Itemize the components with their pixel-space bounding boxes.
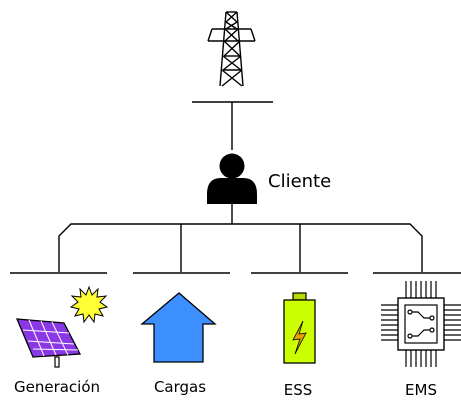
lightning-icon (292, 320, 307, 355)
transmission-tower-icon (207, 11, 256, 87)
client-label: Cliente (268, 171, 332, 192)
component-label-generacion: Generación (13, 378, 101, 396)
distribution-lines (58, 204, 423, 272)
house-load-icon (140, 292, 217, 363)
chip-icon (381, 281, 461, 367)
component-label-ems: EMS (405, 381, 437, 399)
client-person-icon (207, 153, 257, 204)
solar-panel-icon (15, 318, 82, 368)
component-label-ess: ESS (283, 381, 313, 399)
sun-icon (69, 285, 109, 324)
battery-icon (283, 292, 316, 364)
component-label-cargas: Cargas (153, 378, 207, 396)
